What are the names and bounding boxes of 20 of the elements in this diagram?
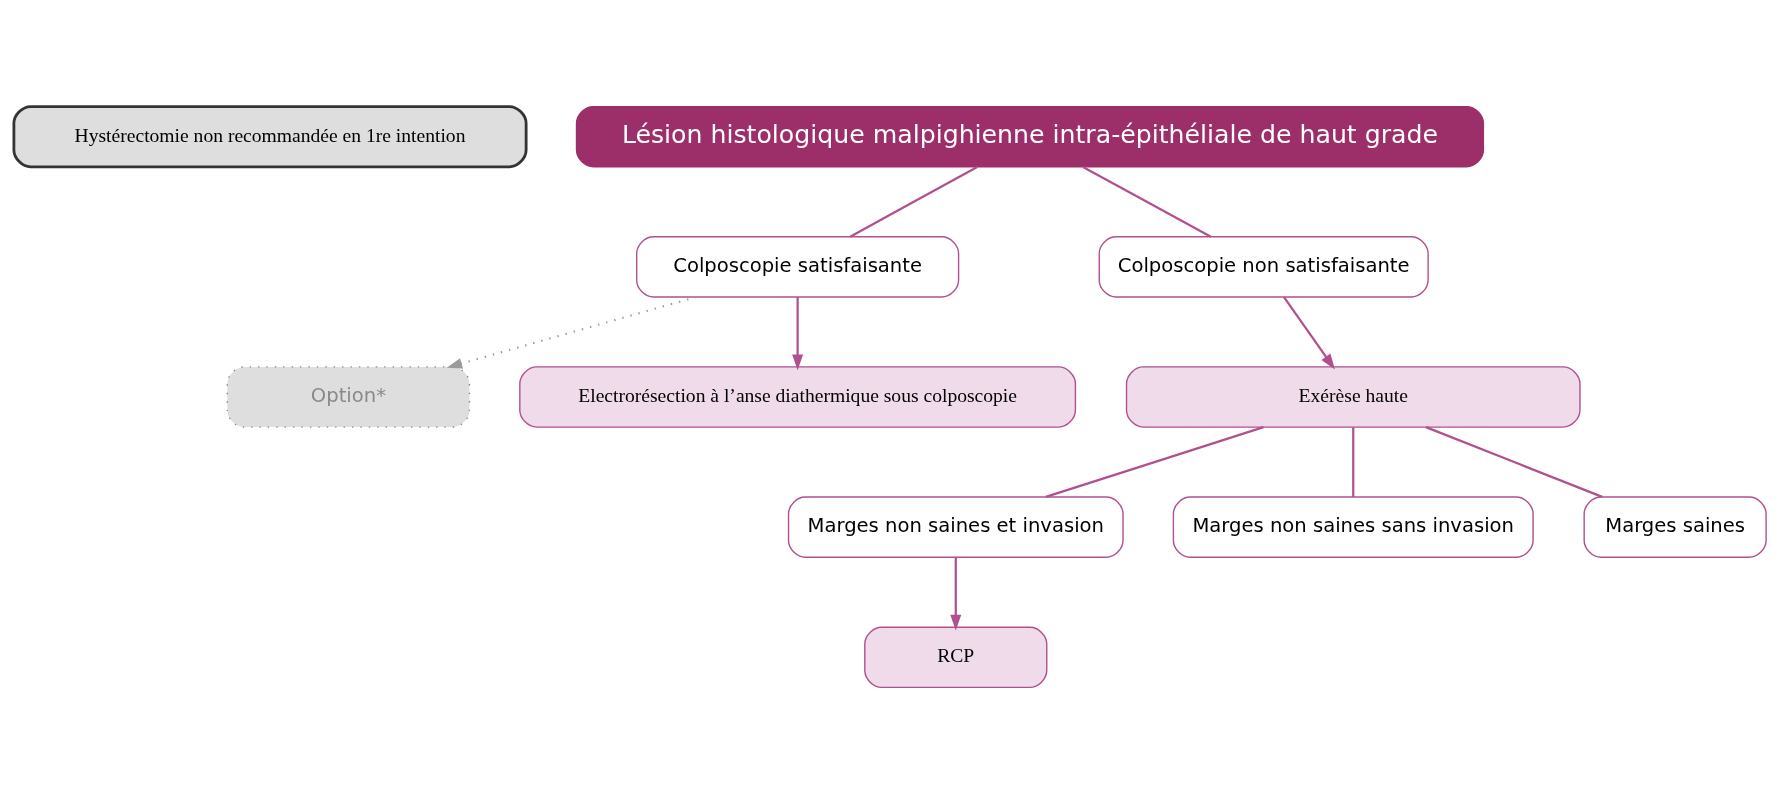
node-box: Colposcopie satisfaisante (636, 235, 960, 298)
node-box: Colposcopie non satisfaisante (1098, 235, 1429, 298)
node-box: RCP (864, 626, 1048, 688)
node-box: Lésion histologique malpighienne intra-épithéliale de haut grade (575, 105, 1485, 167)
node-box: Hystérectomie non recommandée en 1re intention (12, 104, 528, 168)
connector (1425, 425, 1603, 498)
node-box: Marges non saines sans invasion (1172, 495, 1534, 558)
arrow (950, 556, 962, 630)
node-box: Marges saines (1583, 495, 1767, 558)
node-box: Option* (226, 365, 471, 428)
connector (1352, 426, 1355, 497)
connector (849, 165, 978, 238)
connector (1082, 165, 1212, 238)
node-box: Marges non saines et invasion (787, 495, 1124, 558)
arrow (792, 296, 804, 370)
arrow (446, 295, 697, 369)
connector (1045, 425, 1264, 498)
node-box: Electrorésection à l’anse diathermique sous colposcopie (519, 365, 1077, 428)
arrow (1283, 296, 1335, 370)
node-box: Exérèse haute (1125, 365, 1581, 428)
